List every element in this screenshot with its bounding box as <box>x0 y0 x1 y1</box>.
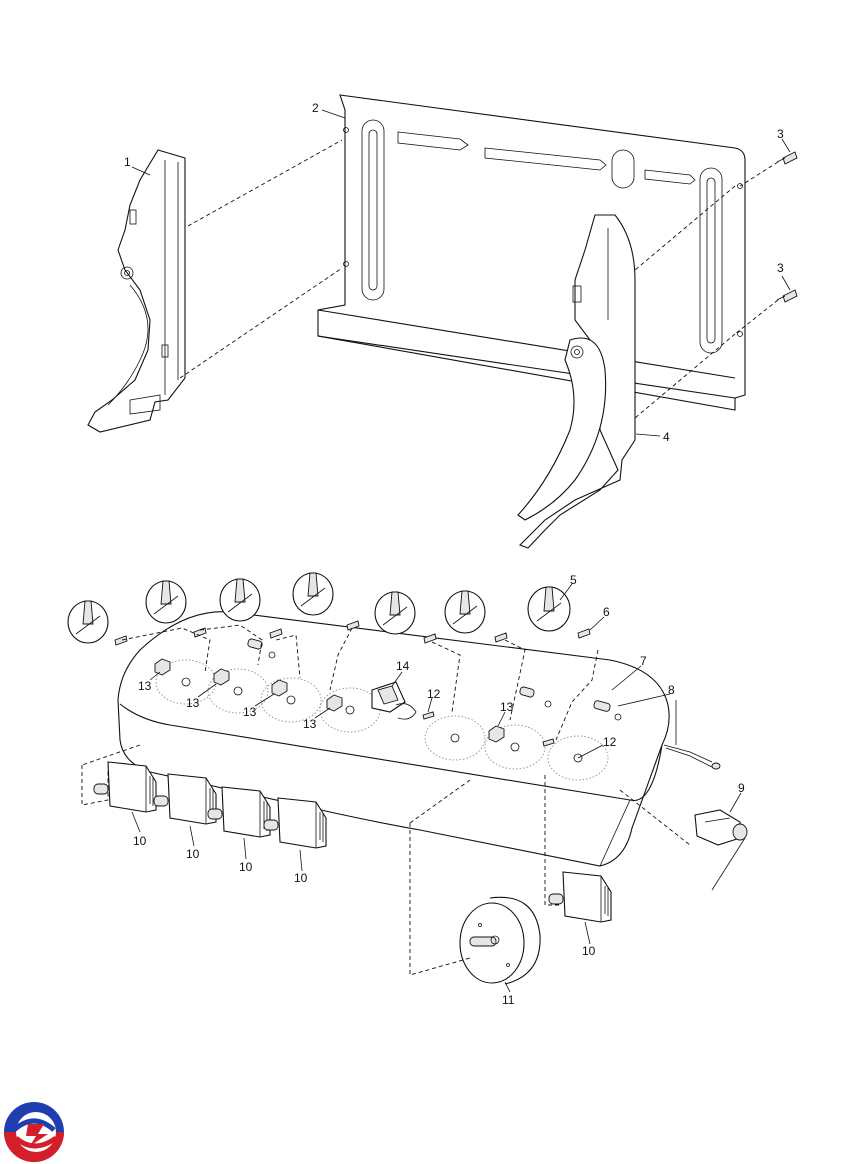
left-side-bracket <box>87 149 186 433</box>
part-label-12-b: 12 <box>603 735 617 749</box>
bottom-assembly-lines <box>81 624 691 976</box>
part-label-10-a: 10 <box>133 834 147 848</box>
rocker-switch <box>371 681 417 720</box>
part-label-10-b: 10 <box>186 847 200 861</box>
screw-top <box>776 151 798 165</box>
leader-lines <box>131 109 791 993</box>
part-label-3-lower: 3 <box>777 261 784 275</box>
energy-regulators <box>93 761 612 923</box>
part-label-5: 5 <box>570 573 577 587</box>
part-label-13-c: 13 <box>243 705 257 719</box>
part-label-6: 6 <box>603 605 610 619</box>
part-label-9: 9 <box>738 781 745 795</box>
part-label-2: 2 <box>312 101 319 115</box>
part-label-13-d: 13 <box>303 717 317 731</box>
small-screws <box>422 711 555 747</box>
top-assembly-lines <box>179 139 779 419</box>
part-number-labels: 1 2 3 3 4 5 6 7 8 9 10 10 10 10 10 11 12… <box>124 101 784 1007</box>
wire-harness <box>663 700 721 770</box>
part-label-13-e: 13 <box>500 700 514 714</box>
part-label-13-a: 13 <box>138 679 152 693</box>
part-label-8: 8 <box>668 683 675 697</box>
control-knobs <box>67 572 571 644</box>
part-label-1: 1 <box>124 155 131 169</box>
part-label-13-b: 13 <box>186 696 200 710</box>
nuts <box>154 658 505 743</box>
back-panel <box>317 94 746 411</box>
part-label-12-a: 12 <box>427 687 441 701</box>
part-label-10-e: 10 <box>582 944 596 958</box>
part-label-4: 4 <box>663 430 670 444</box>
part-label-14: 14 <box>396 659 410 673</box>
screw-lower <box>776 289 798 303</box>
part-label-11: 11 <box>502 993 515 1007</box>
part-label-10-d: 10 <box>294 871 308 885</box>
control-panel <box>117 611 670 867</box>
part-label-10-c: 10 <box>239 860 253 874</box>
part-label-7: 7 <box>640 654 647 668</box>
right-side-bracket <box>517 214 636 549</box>
bushings <box>247 638 611 712</box>
small-switch <box>694 809 748 891</box>
timer <box>459 896 541 985</box>
brand-logo-icon <box>4 1102 64 1162</box>
part-label-3-top: 3 <box>777 127 784 141</box>
